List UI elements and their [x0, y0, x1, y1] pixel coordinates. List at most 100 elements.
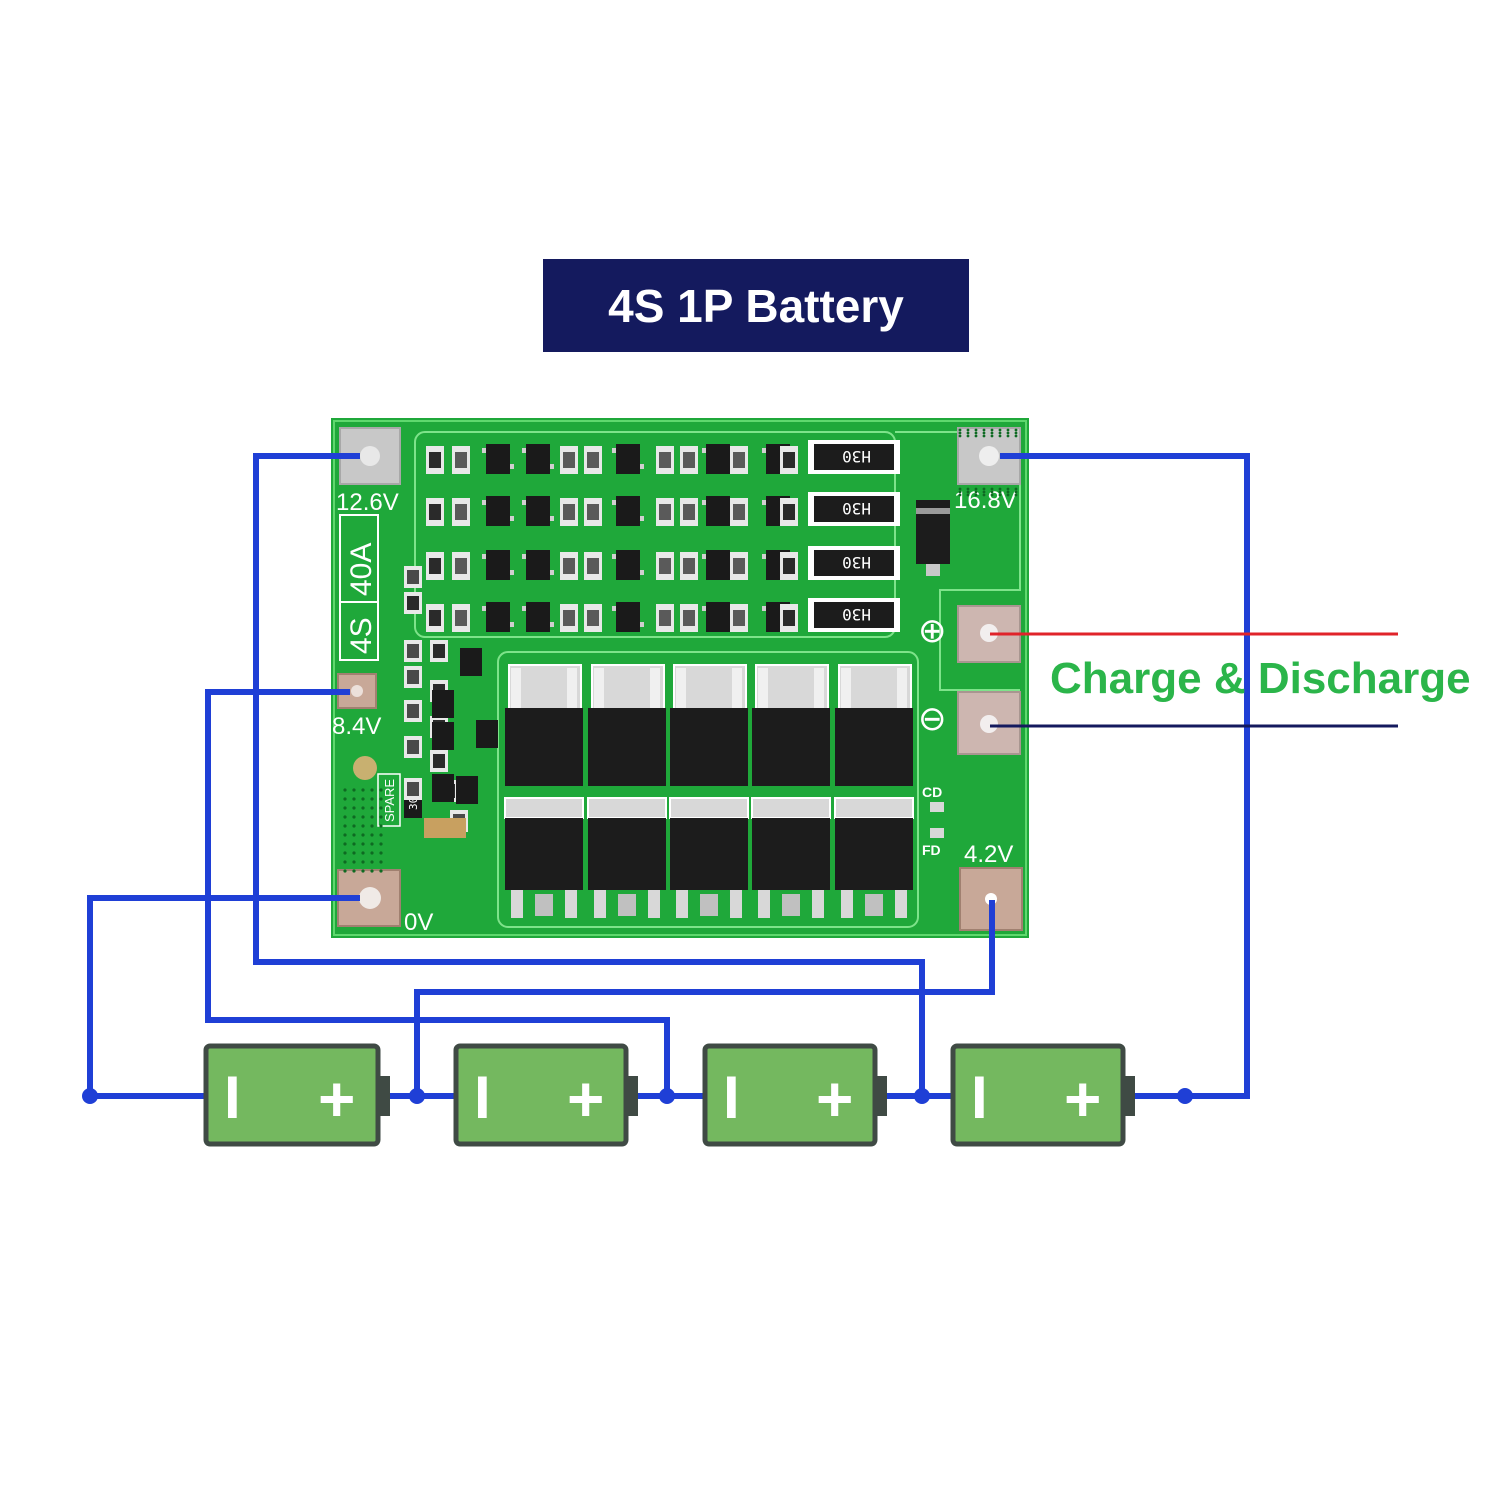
- smd-part: [680, 552, 698, 580]
- smd-part: [680, 498, 698, 526]
- via-dot: [982, 490, 986, 494]
- via-dot: [990, 493, 994, 497]
- via-dot: [966, 434, 970, 438]
- battery-cell-1: I +: [203, 1043, 390, 1147]
- smd-part: [730, 604, 748, 632]
- smd-part: [730, 552, 748, 580]
- via-dot: [1014, 431, 1018, 435]
- via-dot: [352, 815, 356, 819]
- junction-8-4v: [659, 1088, 675, 1104]
- smd-part: [780, 446, 798, 474]
- smd-part: [522, 444, 554, 474]
- junction-0v: [82, 1088, 98, 1104]
- via-dot: [370, 842, 374, 846]
- mosfet-bottom: [834, 797, 914, 918]
- via-dot: [974, 434, 978, 438]
- mosfet-top: [588, 664, 666, 786]
- smd-part: [452, 498, 470, 526]
- via-dot: [343, 815, 347, 819]
- junction-16-8v: [1177, 1088, 1193, 1104]
- via-dot: [966, 428, 970, 432]
- battery-cell-3: I +: [702, 1043, 887, 1147]
- via-dot: [352, 797, 356, 801]
- model-box: 4S 40A: [339, 514, 379, 661]
- via-dot: [982, 493, 986, 497]
- smd-part: [560, 446, 578, 474]
- diode: [916, 500, 950, 576]
- via-dot: [343, 851, 347, 855]
- via-dot: [1014, 487, 1018, 491]
- via-dot: [1006, 493, 1010, 497]
- smd-part: [656, 552, 674, 580]
- via-dot: [1014, 493, 1018, 497]
- mosfet-trace-outline: [497, 651, 919, 928]
- smd-part: [584, 446, 602, 474]
- wire-12-6v: [253, 453, 925, 1096]
- charge-discharge-label: Charge & Discharge: [1050, 654, 1471, 703]
- via-dot: [352, 851, 356, 855]
- via-dot: [343, 869, 347, 873]
- spare-label: SPARE: [382, 779, 397, 822]
- smd-part: [702, 496, 734, 526]
- positive-symbol: ⊕: [918, 612, 947, 650]
- smd-part: [780, 604, 798, 632]
- via-dot: [361, 797, 365, 801]
- via-dot: [998, 487, 1002, 491]
- title-banner: 4S 1P Battery: [543, 259, 969, 352]
- smd-part: [482, 602, 514, 632]
- battery-4-positive: +: [1064, 1063, 1101, 1135]
- fd-label: FD: [922, 842, 941, 858]
- current-label: 40A: [345, 543, 378, 596]
- smd-part: [584, 604, 602, 632]
- via-dot: [379, 788, 383, 792]
- pad-label-0v: 0V: [404, 909, 433, 936]
- via-dot: [370, 797, 374, 801]
- via-dot: [370, 815, 374, 819]
- wire-0v: [87, 895, 360, 1099]
- pad-label-4-2v: 4.2V: [964, 841, 1013, 868]
- via-dot: [379, 815, 383, 819]
- via-dot: [361, 824, 365, 828]
- smd-ic: [460, 648, 482, 676]
- via-dot: [361, 815, 365, 819]
- via-dot: [982, 428, 986, 432]
- via-dot: [361, 851, 365, 855]
- via-dot: [966, 487, 970, 491]
- shunt-resistor-2: H30: [808, 492, 900, 526]
- smd-ic: [456, 776, 478, 804]
- smd-part: [426, 552, 444, 580]
- via-dot: [1014, 490, 1018, 494]
- mosfet-top: [670, 664, 748, 786]
- smd-part: [482, 550, 514, 580]
- mosfet-bottom: [669, 797, 749, 918]
- smd-part: [430, 640, 448, 662]
- smd-part: [612, 602, 644, 632]
- smd-part: [656, 498, 674, 526]
- smd-part: [730, 446, 748, 474]
- battery-4-negative: I: [971, 1064, 988, 1131]
- smd-part: [426, 446, 444, 474]
- smd-part: [584, 552, 602, 580]
- via-dot: [982, 487, 986, 491]
- wire-16-8v: [1000, 453, 1250, 1099]
- mosfet-bottom: [751, 797, 831, 918]
- smd-part: [452, 604, 470, 632]
- balance-wires: [87, 453, 1250, 1099]
- smd-part: [482, 444, 514, 474]
- smd-part: [404, 566, 422, 588]
- smd-part: [522, 496, 554, 526]
- via-dot: [370, 788, 374, 792]
- pad-label-12-6v: 12.6V: [336, 489, 399, 516]
- smd-part: [702, 550, 734, 580]
- via-dot: [974, 428, 978, 432]
- via-dot: [982, 434, 986, 438]
- smd-part: [404, 778, 422, 800]
- pad-spare-round: [353, 756, 377, 780]
- via-dot: [379, 824, 383, 828]
- pad-label-16-8v: 16.8V: [954, 487, 1017, 514]
- via-dot: [343, 806, 347, 810]
- smd-part: [560, 552, 578, 580]
- via-dot: [1006, 487, 1010, 491]
- pad-label-8-4v: 8.4V: [332, 713, 381, 740]
- via-dot: [343, 842, 347, 846]
